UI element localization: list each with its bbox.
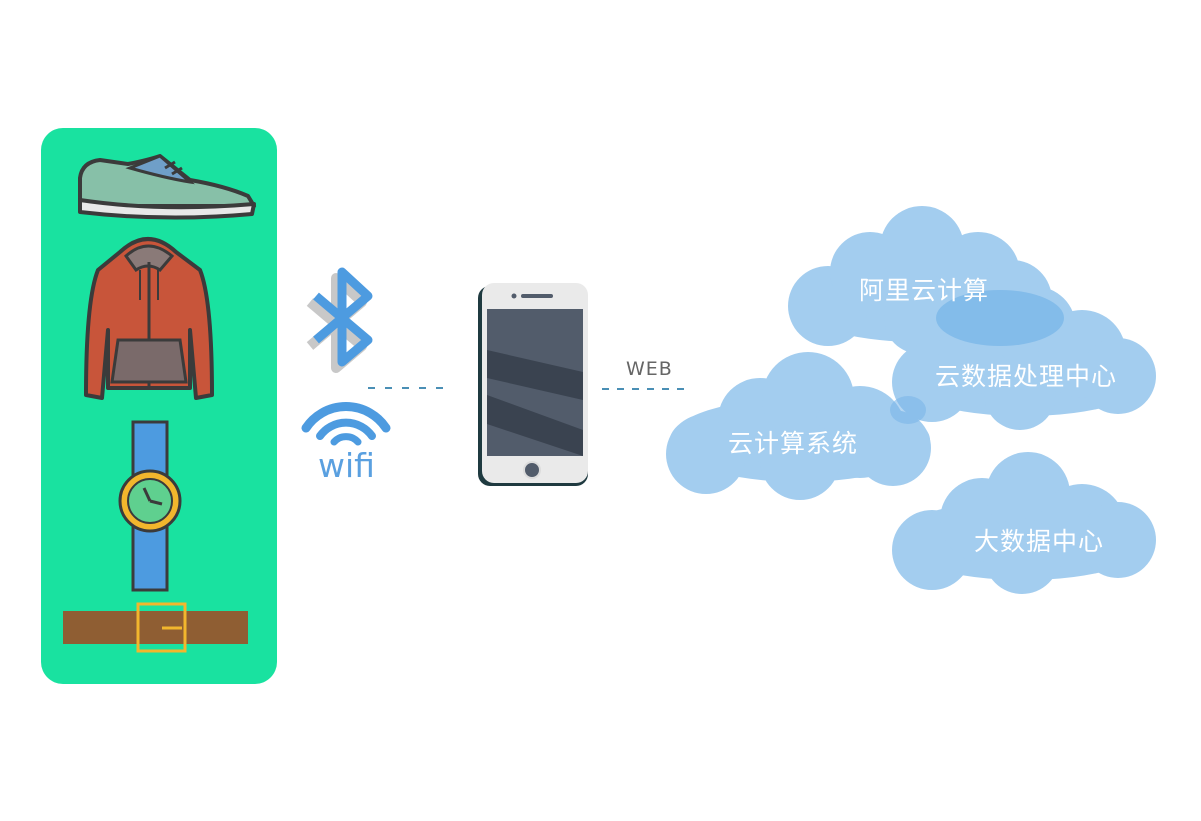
bluetooth-icon bbox=[306, 267, 373, 373]
cloud-computing-system-label: 云计算系统 bbox=[728, 429, 859, 458]
cloud-overlap bbox=[936, 290, 1064, 346]
cloud-big-data-label: 大数据中心 bbox=[974, 527, 1105, 556]
wifi-icon bbox=[301, 402, 391, 446]
hoodie-icon bbox=[84, 237, 214, 400]
cloud-big-data bbox=[892, 452, 1156, 594]
cloud-computing-system bbox=[666, 352, 931, 500]
cloud-aliyun-label: 阿里云计算 bbox=[859, 276, 990, 305]
cloud-overlap bbox=[890, 396, 926, 424]
watch-icon bbox=[118, 420, 182, 592]
sneaker-icon bbox=[78, 154, 256, 220]
belt-icon bbox=[63, 602, 248, 653]
web-label: WEB bbox=[626, 358, 673, 380]
wifi-label: wifi bbox=[318, 446, 375, 485]
cloud-data-center-label: 云数据处理中心 bbox=[935, 362, 1118, 391]
smartphone-icon bbox=[478, 283, 588, 486]
